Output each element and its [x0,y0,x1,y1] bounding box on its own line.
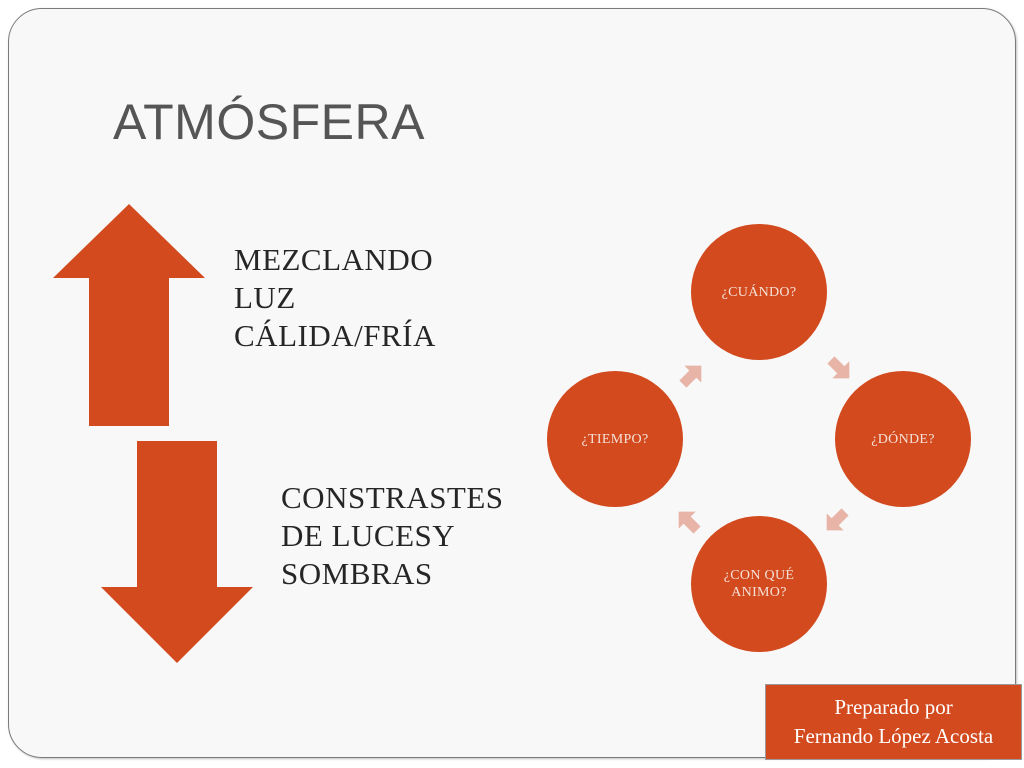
warm-cold-light-text: MEZCLANDO LUZ CÁLIDA/FRÍA [234,241,436,355]
down-arrow-icon [101,441,253,663]
slide: ATMÓSFERA MEZCLANDO LUZ CÁLIDA/FRÍA CONS… [8,8,1016,758]
cycle-node-cuando: ¿CUÁNDO? [691,224,827,360]
text-line: DE LUCESY [281,518,456,553]
cycle-arrow-icon [678,511,701,534]
contrasts-text: CONSTRASTES DE LUCESY SOMBRAS [281,479,504,593]
cycle-arrow-icon [679,365,702,388]
cycle-diagram: ¿CUÁNDO? ¿DÓNDE? ¿CON QUÉ ANIMO? ¿TIEMPO… [539,224,979,664]
credit-line-2: Fernando López Acosta [793,724,994,748]
text-line: MEZCLANDO [234,242,434,277]
cycle-node-donde: ¿DÓNDE? [835,371,971,507]
node-label: ¿CUÁNDO? [721,284,797,300]
text-line: SOMBRAS [281,556,433,591]
author-credit-box: Preparado por Fernando López Acosta [765,684,1022,760]
text-line: LUZ [234,280,296,315]
cycle-node-tiempo: ¿TIEMPO? [547,371,683,507]
cycle-arrow-icon [826,508,849,531]
text-line: CÁLIDA/FRÍA [234,318,436,353]
node-label: ¿DÓNDE? [871,431,935,447]
node-label: ¿CON QUÉ [723,568,795,583]
cycle-node-con-que-animo: ¿CON QUÉ ANIMO? [691,516,827,652]
node-label: ¿TIEMPO? [581,431,649,447]
up-arrow-icon [53,204,205,426]
cycle-arrow-icon [827,356,850,379]
text-line: CONSTRASTES [281,480,504,515]
slide-title: ATMÓSFERA [113,94,425,150]
credit-line-1: Preparado por [834,695,953,719]
node-label: ANIMO? [731,585,787,600]
